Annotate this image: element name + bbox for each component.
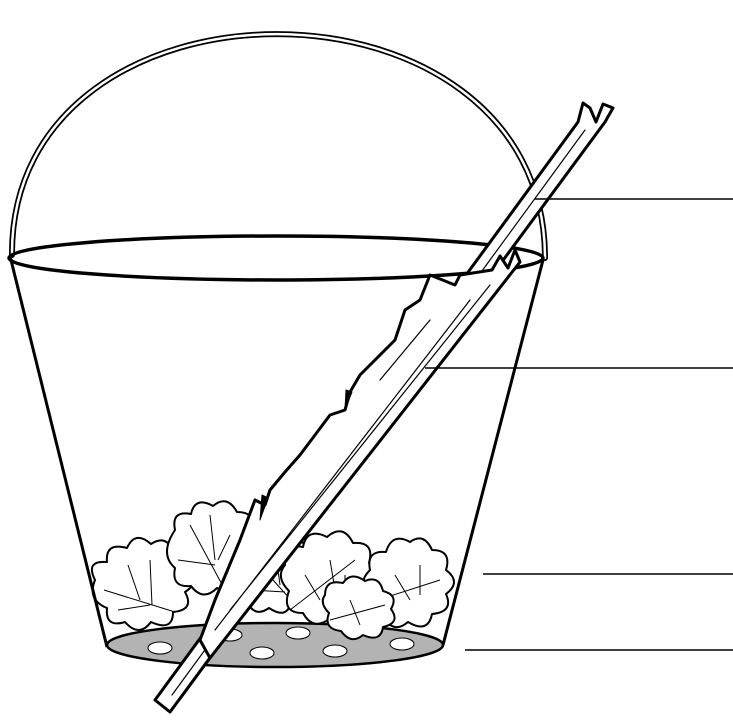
drainage-hole: [323, 645, 347, 657]
drainage-hole: [250, 647, 274, 659]
drainage-hole: [148, 642, 172, 654]
bucket-handle-inner: [12, 34, 545, 258]
bucket-handle: [12, 34, 545, 258]
bucket-left-side: [10, 256, 107, 647]
drainage-hole: [390, 638, 414, 650]
drainage-hole: [286, 627, 310, 639]
